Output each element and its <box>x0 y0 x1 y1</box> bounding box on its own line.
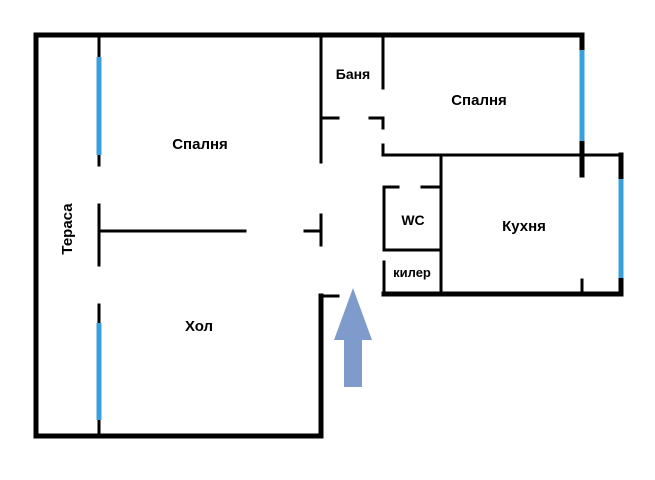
label-kitchen: Кухня <box>502 218 546 235</box>
label-wc: WC <box>401 212 424 228</box>
label-storage: килер <box>393 265 431 280</box>
label-terrace: Тераса <box>59 203 76 255</box>
walls <box>33 32 624 439</box>
label-bathroom: Баня <box>336 66 370 82</box>
room-labels: Спалня Баня Спалня WC Кухня килер Хол Те… <box>59 66 546 335</box>
entrance-arrow-icon <box>334 288 372 387</box>
label-hall: Хол <box>185 318 213 335</box>
label-bedroom-right: Спалня <box>451 92 507 109</box>
label-bedroom-left: Спалня <box>172 136 228 153</box>
windows <box>96 50 624 420</box>
